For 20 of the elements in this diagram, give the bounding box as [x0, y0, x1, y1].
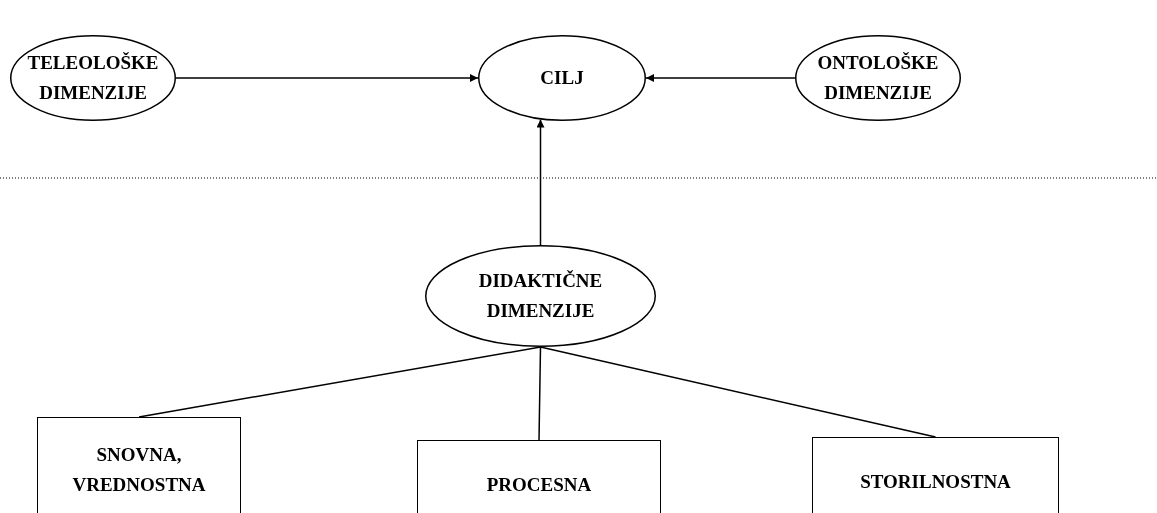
arrow	[645, 74, 796, 82]
connector-line	[538, 346, 542, 441]
arrow	[175, 74, 479, 82]
connector-line	[138, 346, 542, 418]
arrow	[536, 118, 545, 246]
connector-line	[539, 346, 937, 438]
dimension-ellipse	[10, 35, 176, 121]
node-label: STORILNOSTNA	[860, 470, 1011, 494]
dimension-ellipse	[478, 35, 646, 121]
category-box	[812, 437, 1059, 513]
dimension-ellipse	[795, 35, 961, 121]
node-label: CILJ	[540, 66, 584, 90]
node-label: PROCESNA	[486, 473, 592, 497]
node-label: DIDAKTIČNE DIMENZIJE	[477, 269, 604, 323]
node-label: ONTOLOŠKE DIMENZIJE	[816, 51, 940, 105]
category-box	[417, 440, 661, 513]
dimension-ellipse	[425, 245, 656, 347]
node-label: SNOVNA, VREDNOSTNA	[71, 443, 207, 497]
node-label: TELEOLOŠKE DIMENZIJE	[26, 51, 160, 105]
category-box	[37, 417, 241, 513]
